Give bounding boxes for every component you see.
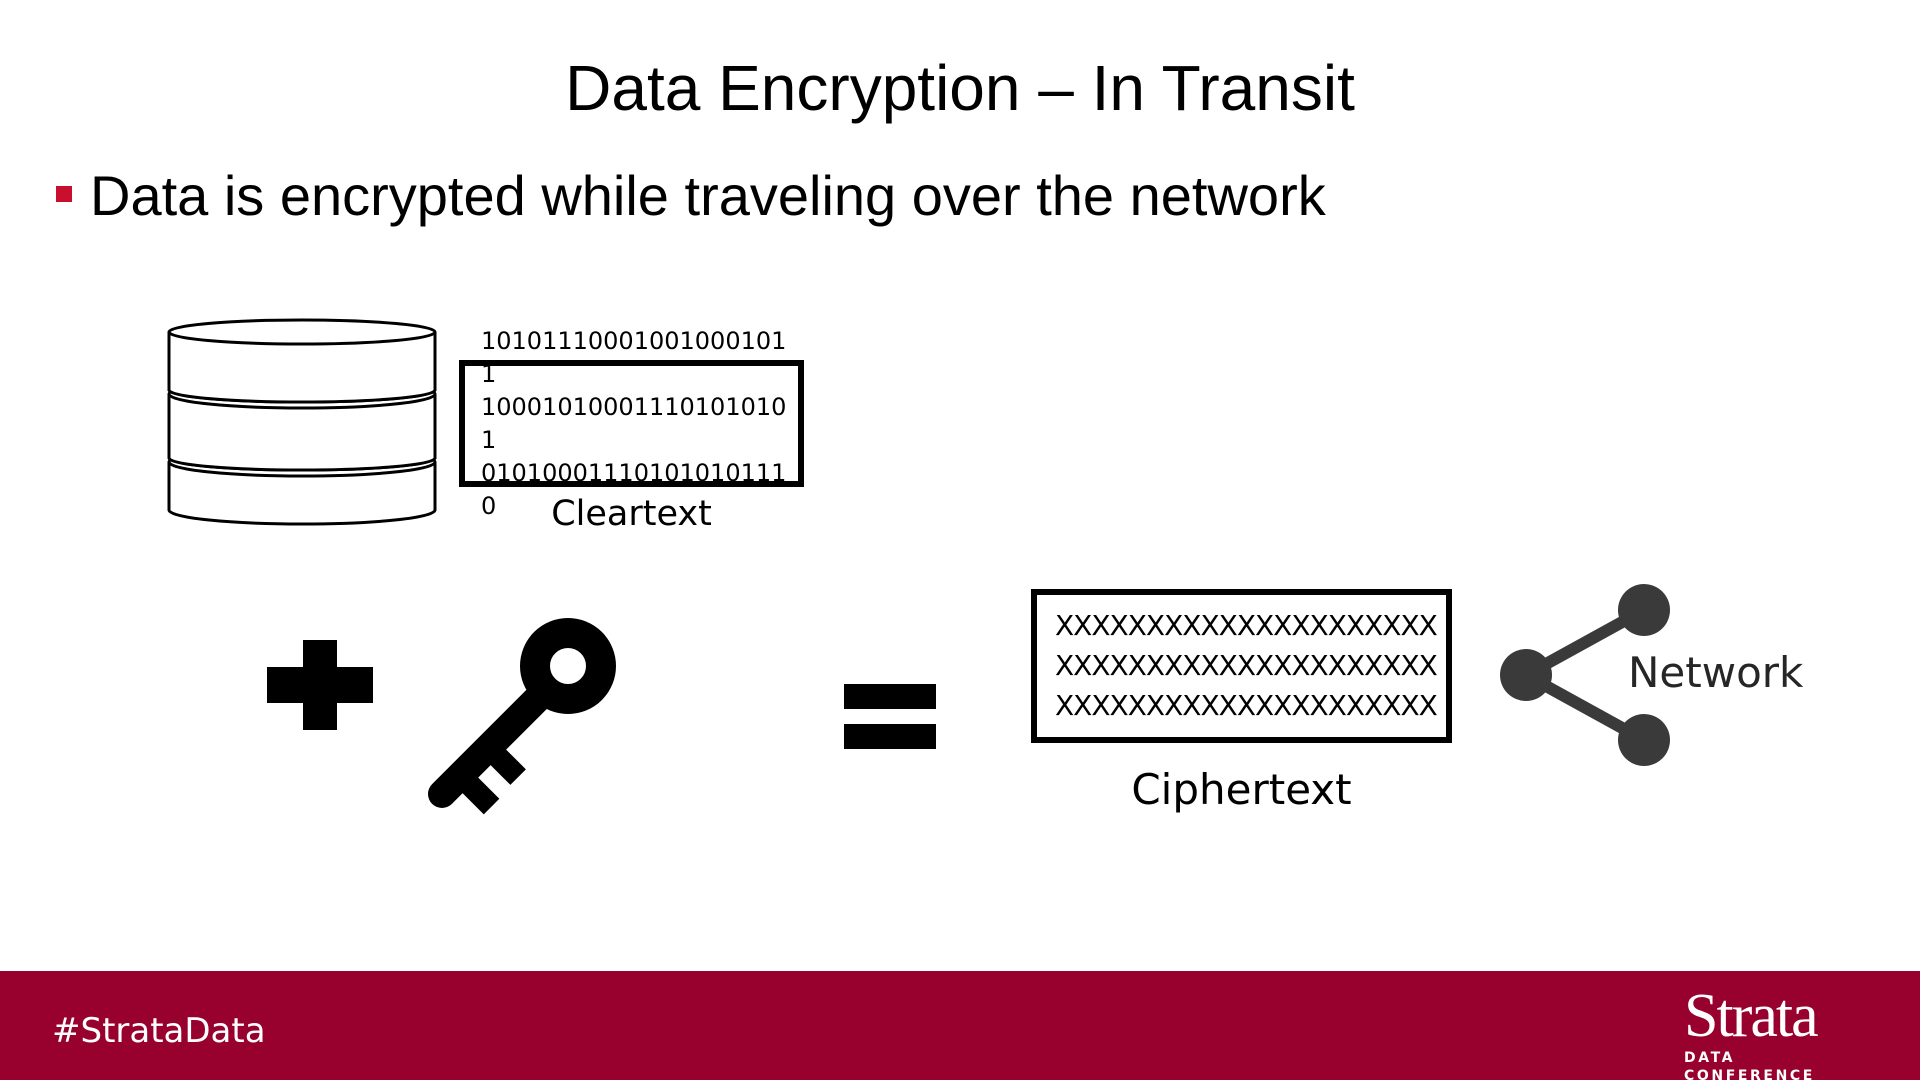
bullet-text: Data is encrypted while traveling over t… (90, 164, 1326, 227)
footer-bar: #StrataData Strata DATA CONFERENCE (0, 971, 1920, 1084)
plus-icon (267, 640, 373, 730)
database-icon (167, 318, 437, 526)
cleartext-line: 10001010001110101010 1 (481, 392, 787, 454)
logo-wordmark: Strata (1684, 982, 1819, 1050)
bullet-item: Data is encrypted while traveling over t… (56, 160, 1326, 232)
ciphertext-box: XXXXXXXXXXXXXXXXXXXXX XXXXXXXXXXXXXXXXXX… (1031, 589, 1452, 743)
cleartext-box: 10101110001001000101 1 10001010001110101… (459, 327, 804, 520)
footer-hashtag: #StrataData (52, 1011, 266, 1051)
cleartext-line: 01010001110101010111 0 (481, 458, 787, 520)
bullet-marker (56, 186, 72, 202)
slide-title: Data Encryption – In Transit (565, 52, 1355, 124)
ciphertext-line: XXXXXXXXXXXXXXXXXXXXX (1055, 609, 1438, 642)
network-label: Network (1628, 648, 1804, 697)
ciphertext-line: XXXXXXXXXXXXXXXXXXXXX (1055, 649, 1438, 682)
ciphertext-caption: Ciphertext (1131, 765, 1352, 814)
equals-icon (844, 684, 936, 749)
key-icon (428, 618, 616, 815)
share-network-icon (1500, 584, 1670, 766)
cleartext-line: 10101110001001000101 1 (481, 326, 787, 388)
ciphertext-line: XXXXXXXXXXXXXXXXXXXXX (1055, 689, 1438, 722)
strata-logo: Strata DATA CONFERENCE (1684, 985, 1864, 1085)
cleartext-caption: Cleartext (551, 494, 712, 534)
